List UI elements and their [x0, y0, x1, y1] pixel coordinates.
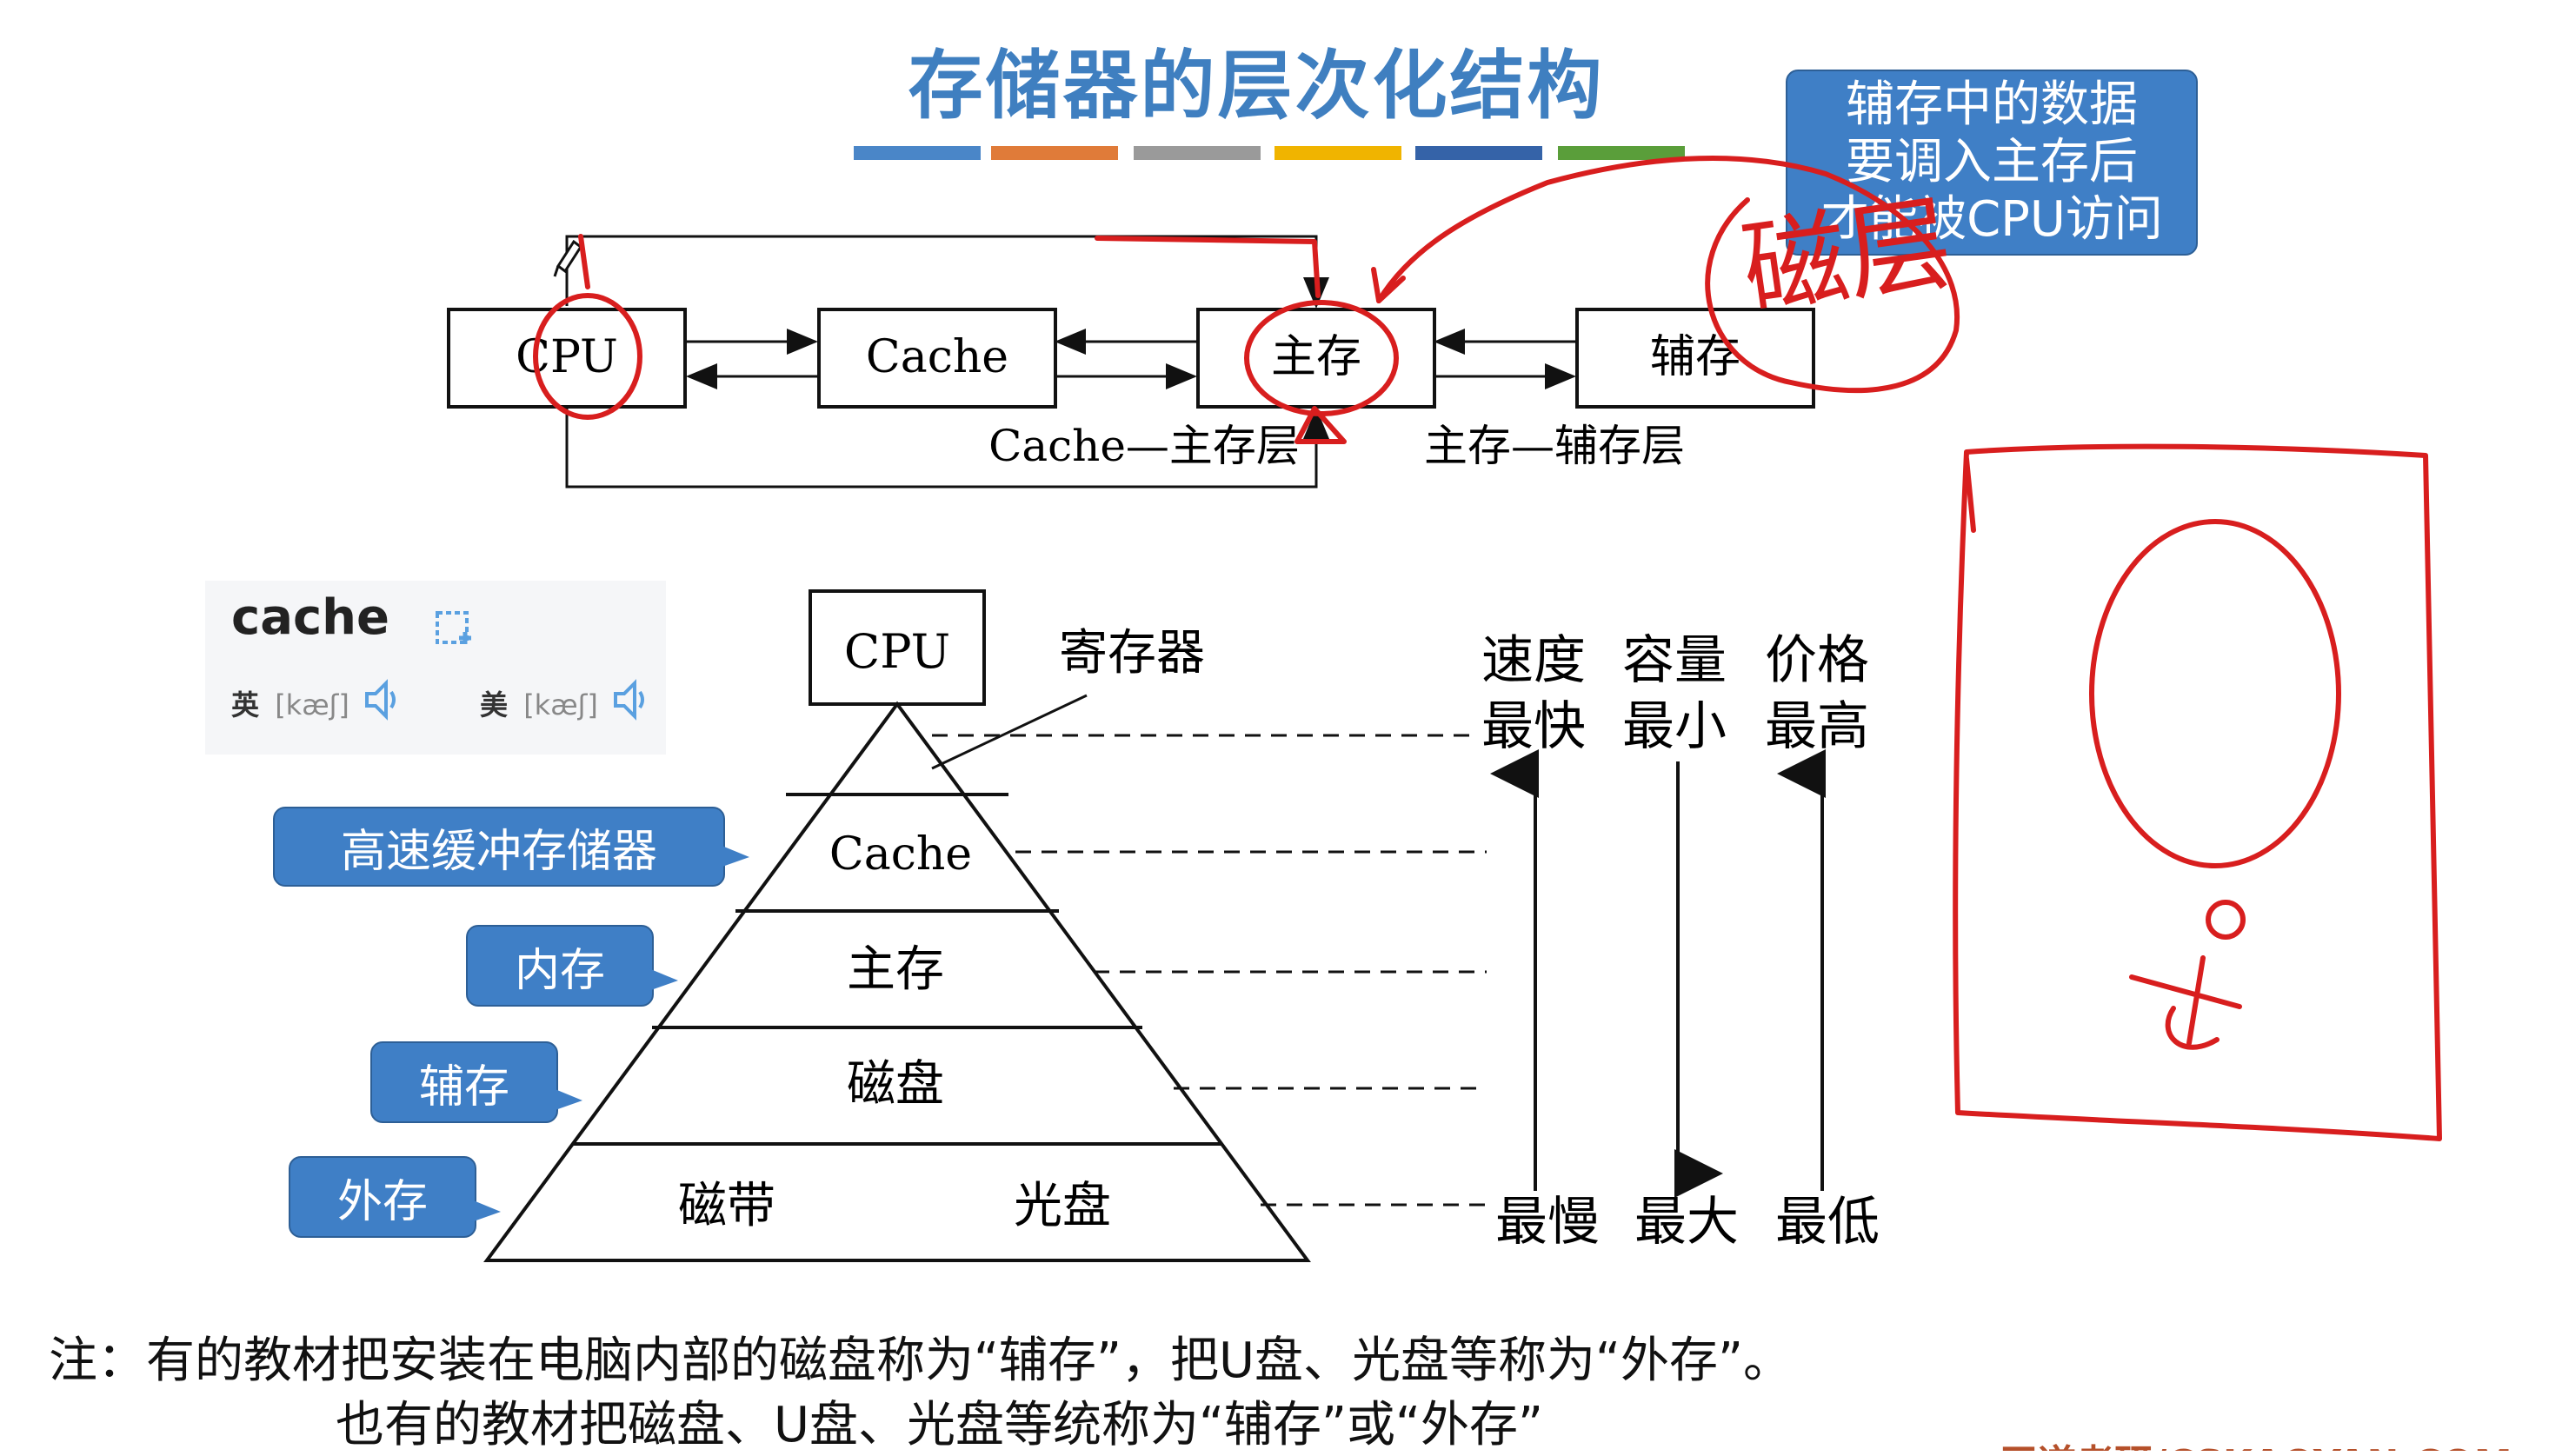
price-top-value: 最高 — [1765, 696, 1869, 757]
auxiliary-memory-box — [1575, 308, 1815, 409]
capacity-bottom-value: 最大 — [1634, 1192, 1739, 1253]
hand-drawn-box — [1953, 443, 2442, 1141]
cpu-box-label: CPU — [516, 331, 618, 383]
cache-box-label: Cache — [866, 331, 1008, 383]
side-callout-label: 辅存 — [418, 1060, 509, 1114]
red-tick-mark — [578, 234, 590, 289]
note-line-2: 也有的教材把磁盘、U盘、光盘等统称为“辅存”或“外存” — [336, 1397, 1544, 1453]
side-callout-external: 外存 — [289, 1156, 476, 1238]
cache-main-layer-label: Cache—主存层 — [988, 421, 1300, 471]
side-callout-cache: 高速缓冲存储器 — [273, 807, 725, 887]
watermark-text: 王道考研/CSKAOYAN.COM — [2000, 1433, 2539, 1451]
uk-phonetic: [kæʃ] — [275, 688, 349, 721]
callout-tail — [553, 1088, 582, 1111]
pyramid-outline — [483, 701, 1311, 1262]
page-title: 存储器的层次化结构 — [908, 43, 1605, 130]
callout-line: 要调入主存后 — [1846, 134, 2138, 190]
color-bar — [1558, 146, 1685, 160]
pyramid-level-optical-disc: 光盘 — [1014, 1178, 1111, 1234]
note-line-1: 注：有的教材把安装在电脑内部的磁盘称为“辅存”，把U盘、光盘等称为“外存”。 — [49, 1333, 1793, 1389]
pyramid-cpu-label: CPU — [844, 624, 950, 679]
main-memory-circle-mark — [1244, 300, 1399, 416]
speed-header: 速度 — [1481, 630, 1586, 691]
hand-drawn-dot-circle — [2206, 900, 2246, 940]
price-header: 价格 — [1765, 630, 1869, 691]
color-bar — [991, 146, 1118, 160]
cpu-box — [447, 308, 687, 409]
pyramid-level-tape: 磁带 — [678, 1178, 775, 1234]
callout-tail — [471, 1200, 501, 1222]
pyramid-level-cache: Cache — [829, 828, 972, 881]
side-callout-label: 内存 — [514, 944, 605, 997]
red-stroke — [1964, 456, 1976, 533]
register-label: 寄存器 — [1059, 625, 1205, 681]
speed-bottom-value: 最慢 — [1495, 1192, 1600, 1253]
color-bar — [1415, 146, 1542, 160]
callout-tail — [649, 968, 678, 991]
cpu-circle-mark — [533, 293, 642, 420]
side-callout-label: 外存 — [336, 1175, 428, 1228]
dictionary-popup: cache 英 [kæʃ] 美 [kæʃ] — [205, 581, 666, 755]
uk-speaker-icon[interactable] — [362, 678, 400, 721]
callout-line: 辅存中的数据 — [1846, 76, 2138, 133]
capacity-header: 容量 — [1622, 630, 1727, 691]
us-label: 美 — [480, 688, 509, 721]
us-speaker-icon[interactable] — [610, 678, 649, 721]
handwritten-note: 磁层 — [1735, 183, 1959, 331]
color-bar — [1274, 146, 1401, 160]
cache-box — [817, 308, 1057, 409]
side-callout-label: 高速缓冲存储器 — [340, 825, 657, 878]
color-bar — [1134, 146, 1261, 160]
hand-drawn-disc-circle — [2089, 519, 2341, 868]
register-leader-line — [931, 694, 1088, 770]
loop-line-bottom — [565, 408, 1329, 489]
main-memory-callout: 辅存中的数据 要调入主存后 才能被CPU访问 — [1786, 70, 2198, 256]
side-callout-internal-memory: 内存 — [466, 925, 654, 1007]
bookmark-add-icon[interactable] — [435, 610, 475, 650]
speed-top-value: 最快 — [1481, 696, 1586, 757]
pyramid-level-main-memory: 主存 — [847, 941, 944, 998]
loop-arrowhead-mark — [1371, 267, 1406, 303]
uk-label: 英 — [231, 688, 260, 721]
pyramid-level-disk: 磁盘 — [847, 1056, 944, 1113]
color-bar — [854, 146, 981, 160]
pyramid-cpu-box — [809, 589, 986, 706]
hand-drawn-glyph — [2129, 955, 2242, 1050]
dictionary-word: cache — [231, 589, 390, 646]
price-bottom-value: 最低 — [1775, 1192, 1880, 1253]
us-phonetic: [kæʃ] — [523, 688, 598, 721]
main-aux-layer-label: 主存—辅存层 — [1424, 421, 1685, 471]
callout-tail — [720, 845, 749, 868]
auxiliary-loop-mark — [1376, 155, 1960, 394]
main-memory-box-label: 主存 — [1271, 331, 1361, 383]
side-callout-auxiliary: 辅存 — [370, 1041, 558, 1123]
capacity-top-value: 最小 — [1622, 696, 1727, 757]
red-triangle-mark — [1294, 406, 1347, 444]
red-path-mark — [1095, 236, 1321, 298]
